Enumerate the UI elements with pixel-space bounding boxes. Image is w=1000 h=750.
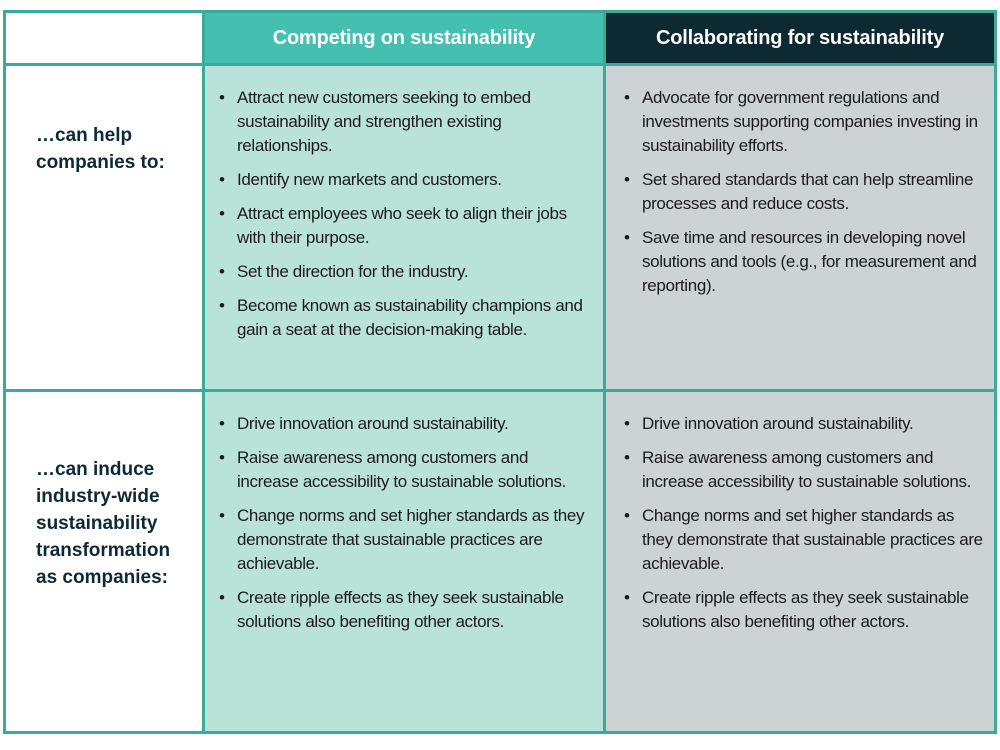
list-item: • Raise awareness among customers and inc… [219, 446, 593, 494]
bullet-list: • Attract new customers seeking to embed … [205, 66, 603, 342]
bullet-icon: • [219, 170, 225, 189]
list-item-text: Identify new markets and customers. [237, 170, 502, 189]
list-item: • Create ripple effects as they seek sust… [624, 586, 984, 634]
list-item: • Drive innovation around sustainability. [624, 412, 984, 436]
row-label-help: …can help companies to: [6, 66, 205, 392]
list-item: • Become known as sustainability champion… [219, 294, 593, 342]
list-item: • Identify new markets and customers. [219, 168, 593, 192]
list-item-text: Create ripple effects as they seek susta… [642, 588, 969, 631]
list-item: • Set shared standards that can help stre… [624, 168, 984, 216]
header-competing: Competing on sustainability [205, 13, 606, 66]
cell-competing-induce: • Drive innovation around sustainability.… [205, 392, 606, 731]
bullet-icon: • [219, 506, 225, 525]
bullet-icon: • [219, 262, 225, 281]
bullet-icon: • [624, 88, 630, 107]
bullet-icon: • [624, 588, 630, 607]
list-item: • Advocate for government regulations and… [624, 86, 984, 158]
list-item: • Raise awareness among customers and inc… [624, 446, 984, 494]
list-item-text: Raise awareness among customers and incr… [237, 448, 567, 491]
bullet-icon: • [219, 448, 225, 467]
corner-cell [6, 13, 205, 66]
list-item-text: Set the direction for the industry. [237, 262, 469, 281]
bullet-icon: • [624, 414, 630, 433]
list-item-text: Drive innovation around sustainability. [237, 414, 509, 433]
list-item-text: Create ripple effects as they seek susta… [237, 588, 564, 631]
list-item-text: Attract employees who seek to align thei… [237, 204, 567, 247]
list-item-text: Change norms and set higher standards as… [237, 506, 585, 573]
list-item: • Drive innovation around sustainability. [219, 412, 593, 436]
cell-collaborating-induce: • Drive innovation around sustainability.… [606, 392, 994, 731]
row-label-induce: …can induce industry-wide sustainability… [6, 392, 205, 731]
cell-competing-help: • Attract new customers seeking to embed … [205, 66, 606, 392]
bullet-icon: • [219, 414, 225, 433]
bullet-list: • Drive innovation around sustainability.… [606, 392, 994, 634]
cell-collaborating-help: • Advocate for government regulations and… [606, 66, 994, 392]
header-collaborating: Collaborating for sustainability [606, 13, 994, 66]
bullet-icon: • [219, 588, 225, 607]
list-item-text: Advocate for government regulations and … [642, 88, 978, 155]
list-item-text: Raise awareness among customers and incr… [642, 448, 972, 491]
bullet-icon: • [624, 228, 630, 247]
list-item-text: Become known as sustainability champions… [237, 296, 583, 339]
list-item: • Attract employees who seek to align the… [219, 202, 593, 250]
bullet-icon: • [624, 448, 630, 467]
list-item-text: Attract new customers seeking to embed s… [237, 88, 531, 155]
list-item: • Create ripple effects as they seek sust… [219, 586, 593, 634]
list-item-text: Save time and resources in developing no… [642, 228, 977, 295]
comparison-table: Competing on sustainability Collaboratin… [3, 10, 997, 734]
list-item-text: Set shared standards that can help strea… [642, 170, 974, 213]
list-item: • Attract new customers seeking to embed … [219, 86, 593, 158]
list-item-text: Change norms and set higher standards as… [642, 506, 983, 573]
bullet-icon: • [219, 204, 225, 223]
bullet-list: • Drive innovation around sustainability.… [205, 392, 603, 634]
list-item: • Save time and resources in developing n… [624, 226, 984, 298]
bullet-icon: • [219, 296, 225, 315]
bullet-icon: • [624, 170, 630, 189]
list-item: • Change norms and set higher standards a… [624, 504, 984, 576]
bullet-list: • Advocate for government regulations and… [606, 66, 994, 298]
bullet-icon: • [219, 88, 225, 107]
bullet-icon: • [624, 506, 630, 525]
list-item: • Change norms and set higher standards a… [219, 504, 593, 576]
list-item: • Set the direction for the industry. [219, 260, 593, 284]
list-item-text: Drive innovation around sustainability. [642, 414, 914, 433]
